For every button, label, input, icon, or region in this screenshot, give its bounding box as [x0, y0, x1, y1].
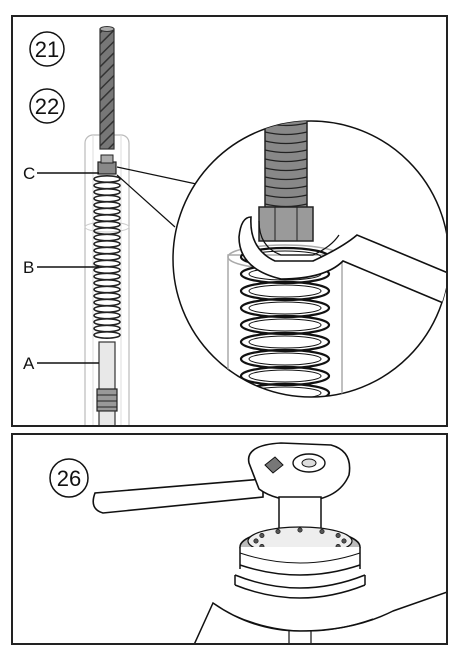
spring-coil-detail-inner: [248, 369, 322, 383]
callout-b: B: [23, 258, 99, 277]
thread-line: [264, 149, 308, 154]
spanner-hole: [253, 538, 259, 544]
ratchet-wrench: [92, 442, 351, 514]
spring-coil: [93, 207, 121, 216]
spring-coil: [93, 240, 121, 249]
detail-zoom-circle: [172, 120, 446, 398]
spring-coil-detail-inner: [248, 284, 322, 298]
spanner-hole: [259, 533, 265, 539]
threaded-rod: [99, 26, 115, 150]
fork-crown: [193, 591, 446, 643]
spring-coil: [93, 304, 121, 313]
spring-coil: [93, 253, 121, 262]
spring-coil: [93, 272, 121, 281]
spring-coil: [93, 214, 121, 223]
step-badge-21: 21: [29, 31, 65, 67]
nut-c: [97, 154, 117, 175]
spring-coil: [93, 266, 121, 275]
spring-coil: [93, 227, 121, 236]
top-cap-assembly: [234, 526, 366, 599]
callout-a: A: [23, 354, 99, 373]
step-number-21: 21: [35, 37, 59, 62]
ratchet-illustration: 26: [49, 442, 446, 643]
bottom-instruction-panel: 26: [11, 433, 448, 645]
spring-coil: [93, 330, 121, 339]
spanner-hole: [341, 538, 347, 544]
thread-line: [264, 131, 308, 136]
thread-line: [264, 140, 308, 145]
step-badge-26: 26: [49, 458, 89, 498]
shaft-a: [96, 341, 118, 425]
spring-coil-detail-inner: [248, 318, 322, 332]
thread-line: [264, 167, 308, 172]
top-instruction-panel: 21 22: [11, 15, 448, 427]
spring-coil: [93, 324, 121, 333]
spring-coil: [93, 317, 121, 326]
spring-coil: [93, 194, 121, 203]
callout-c: C: [23, 164, 99, 183]
spring-coil: [93, 291, 121, 300]
callout-label-c: C: [23, 164, 35, 183]
spring-coils-detail: [239, 246, 331, 397]
spanner-hole: [275, 529, 281, 535]
thread-line: [264, 194, 308, 199]
spring-coil: [93, 175, 121, 184]
spring-coil: [93, 233, 121, 242]
spring-coil-detail-inner: [248, 352, 322, 366]
spring-coil: [93, 201, 121, 210]
thread-line: [264, 185, 308, 190]
spring-coil: [93, 298, 121, 307]
thread-line: [264, 158, 308, 163]
spanner-hole: [297, 527, 303, 533]
callout-label-a: A: [23, 354, 35, 373]
spring-coil: [93, 278, 121, 287]
spring-b: [93, 175, 121, 339]
spring-coil: [93, 188, 121, 197]
spring-coil-detail-inner: [248, 301, 322, 315]
step-number-26: 26: [57, 466, 81, 491]
wrench-detail: [238, 216, 446, 309]
spring-assembly-illustration: 21 22: [23, 26, 446, 425]
zoom-connector: [116, 166, 202, 228]
step-badge-22: 22: [29, 88, 65, 124]
step-number-22: 22: [35, 94, 59, 119]
spring-coil: [93, 259, 121, 268]
callout-label-b: B: [23, 258, 34, 277]
spring-coil: [93, 181, 121, 190]
thread-line: [264, 176, 308, 181]
spring-coil: [93, 246, 121, 255]
spanner-hole: [319, 529, 325, 535]
spring-coil-detail-inner: [248, 335, 322, 349]
spring-coil: [93, 285, 121, 294]
spring-coil: [93, 311, 121, 320]
spanner-hole: [335, 533, 341, 539]
